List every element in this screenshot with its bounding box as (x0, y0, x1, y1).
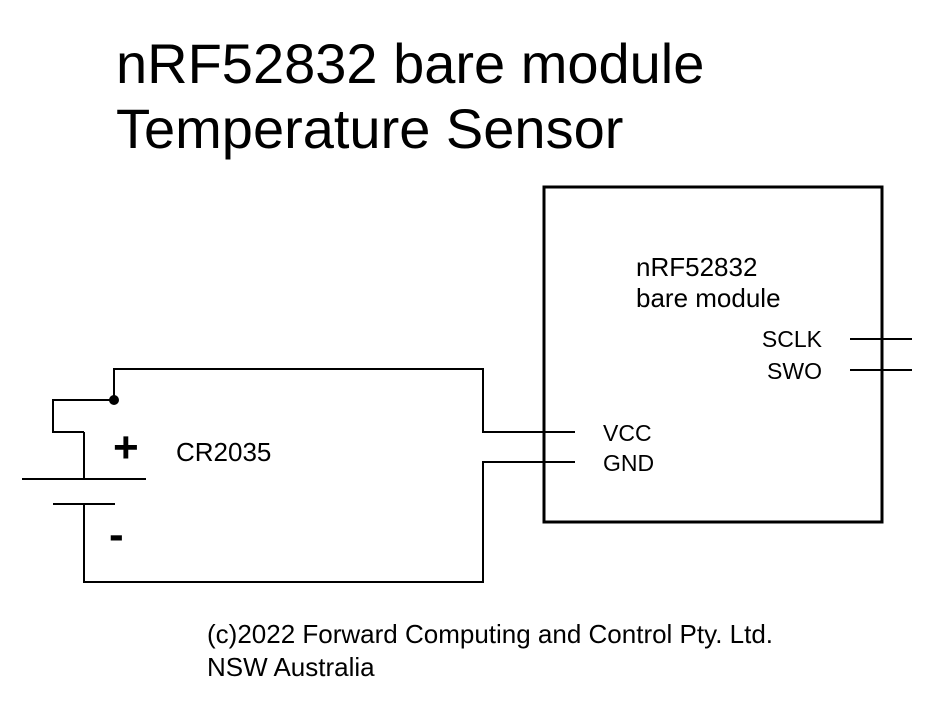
swo-pin-label: SWO (767, 358, 822, 384)
vcc-pin-label: VCC (603, 420, 652, 446)
diagram-title-line2: Temperature Sensor (116, 97, 624, 160)
battery-plus-sign: + (113, 423, 139, 472)
vcc-wire (113, 368, 575, 433)
gnd-pin-label: GND (603, 450, 654, 476)
battery-minus-sign: - (109, 510, 124, 559)
module-name-line2: bare module (636, 283, 781, 313)
module-body (542, 185, 884, 524)
copyright-line: (c)2022 Forward Computing and Control Pt… (207, 619, 774, 649)
battery-terminal-loop (52, 399, 114, 433)
battery-label: CR2035 (176, 437, 271, 467)
sclk-pin-label: SCLK (762, 326, 823, 352)
junction-dot (109, 395, 119, 405)
gnd-wire (83, 461, 575, 583)
diagram-title-line1: nRF52832 bare module (116, 32, 705, 95)
module-name-line1: nRF52832 (636, 252, 757, 282)
location-line: NSW Australia (207, 652, 375, 682)
